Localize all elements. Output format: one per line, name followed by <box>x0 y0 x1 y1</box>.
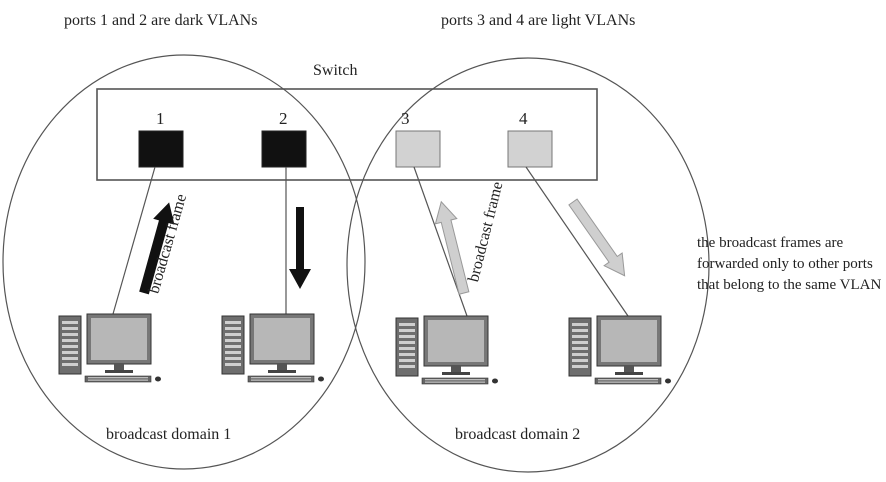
broadcast-note: the broadcast frames are forwarded only … <box>697 235 882 293</box>
broadcast-domain-1-label: broadcast domain 1 <box>106 426 232 443</box>
port-4-label: 4 <box>519 109 528 128</box>
arrow-down-light-icon <box>568 198 626 277</box>
broadcast-domain-2-boundary <box>346 57 710 473</box>
port-3 <box>395 130 441 168</box>
computer-4-icon <box>568 315 672 385</box>
port-1 <box>138 130 184 168</box>
arrow-up-dark-icon <box>139 202 175 295</box>
arrow-up-light-icon <box>434 200 470 295</box>
caption-light-vlans: ports 3 and 4 are light VLANs <box>441 12 636 29</box>
port-4 <box>507 130 553 168</box>
port-2 <box>261 130 307 168</box>
port-1-label: 1 <box>156 109 165 128</box>
caption-dark-vlans: ports 1 and 2 are dark VLANs <box>64 12 258 29</box>
computer-1-icon <box>58 313 162 383</box>
computer-2-icon <box>221 313 325 383</box>
cable-port-1 <box>112 166 156 315</box>
switch-body <box>96 88 598 181</box>
port-3-label: 3 <box>401 109 410 128</box>
broadcast-domain-2-label: broadcast domain 2 <box>455 426 581 443</box>
broadcast-domain-1-boundary <box>2 54 366 470</box>
arrow-down-dark-icon <box>289 207 311 289</box>
switch-label: Switch <box>313 62 358 79</box>
port-2-label: 2 <box>279 109 288 128</box>
computer-3-icon <box>395 315 499 385</box>
cable-port-4 <box>525 166 629 317</box>
